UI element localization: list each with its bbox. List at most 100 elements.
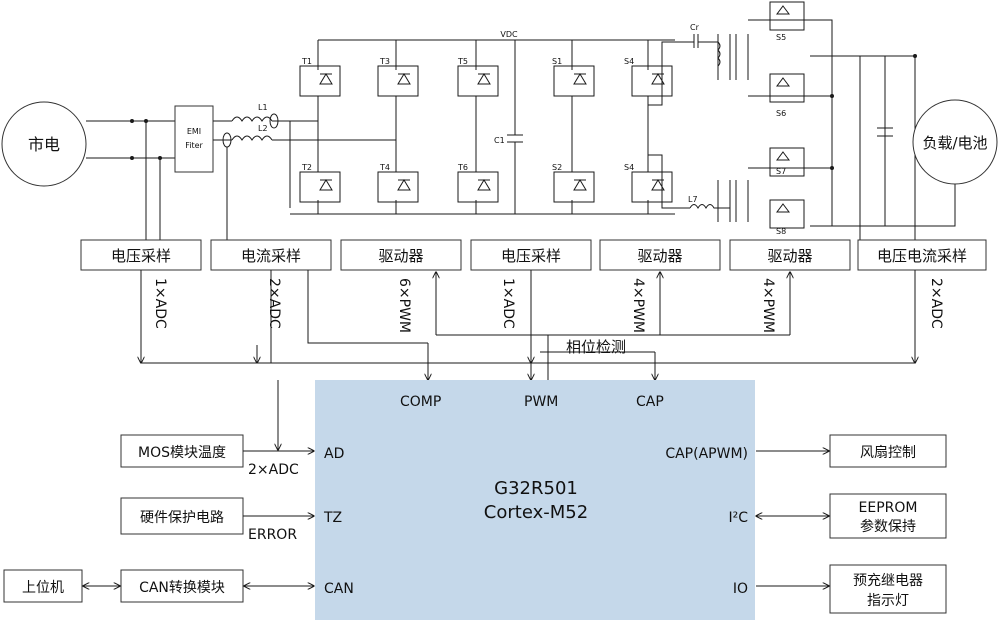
l7-label: L7 xyxy=(688,195,698,204)
relay-label-1: 预充继电器 xyxy=(853,573,923,589)
eeprom-label-1: EEPROM xyxy=(859,500,918,516)
load-battery-label: 负载/电池 xyxy=(922,134,987,152)
svg-text:T5: T5 xyxy=(457,57,468,66)
bus-label-7: 2×ADC xyxy=(928,278,944,329)
bus-label-1: 1×ADC xyxy=(152,278,168,329)
svg-text:T3: T3 xyxy=(379,57,390,66)
bus-labels: 1×ADC 2×ADC 6×PWM 1×ADC 4×PWM 4×PWM 2×AD… xyxy=(152,278,944,333)
switch-s5: S5 xyxy=(769,1,805,42)
svg-text:S1: S1 xyxy=(552,57,562,66)
pin-tz: TZ xyxy=(323,510,342,526)
svg-text:T1: T1 xyxy=(301,57,312,66)
sampling-row: 电压采样 电流采样 驱动器 电压采样 驱动器 驱动器 电压电流采样 xyxy=(80,239,987,271)
relay-label-2: 指示灯 xyxy=(867,593,909,609)
svg-text:S6: S6 xyxy=(776,109,786,118)
eeprom-label-2: 参数保持 xyxy=(860,518,916,535)
vdc-label: VDC xyxy=(500,30,518,39)
switch-s7: S7 xyxy=(769,147,805,177)
l2-label: L2 xyxy=(258,124,268,133)
switch-s1: S1 xyxy=(552,57,595,97)
bus-label-6: 4×PWM xyxy=(760,278,776,333)
svg-text:S2: S2 xyxy=(552,163,562,172)
host-box xyxy=(3,569,83,603)
fan-control-label: 风扇控制 xyxy=(860,445,916,461)
switch-t5: T5 xyxy=(457,57,499,97)
current-sample xyxy=(210,239,332,271)
svg-text:S8: S8 xyxy=(776,227,786,236)
mcu-block: COMP PWM CAP AD TZ CAN CAP(APWM) I²C IO … xyxy=(315,380,755,620)
switch-t4: T4 xyxy=(377,163,419,203)
pin-comp: COMP xyxy=(400,394,441,410)
bus-label-3: 6×PWM xyxy=(396,278,412,333)
svg-text:S7: S7 xyxy=(776,167,786,176)
switch-s6: S6 xyxy=(769,73,805,118)
voltage-sample-1-label: 电压采样 xyxy=(111,247,171,265)
switch-t1: T1 xyxy=(299,57,341,97)
eeprom-box xyxy=(829,493,947,539)
inductor-l7 xyxy=(689,204,730,210)
load-battery-circle xyxy=(912,99,998,185)
pin-ad: AD xyxy=(324,446,344,462)
can-module-box xyxy=(120,569,244,603)
fan-control-box xyxy=(829,434,947,468)
driver-2-label: 驱动器 xyxy=(637,247,682,265)
mos-temp-box xyxy=(120,434,244,468)
inductor-l2 xyxy=(231,135,273,141)
pin-pwm: PWM xyxy=(524,394,558,410)
driver-1 xyxy=(340,239,462,271)
voltage-sample-1 xyxy=(80,239,202,271)
driver-2 xyxy=(599,239,721,271)
right-peripherals: 风扇控制 EEPROM 参数保持 预充继电器 指示灯 xyxy=(756,434,947,614)
transformer-top xyxy=(717,34,749,80)
switch-t6: T6 xyxy=(457,163,499,203)
voltage-sample-2-label: 电压采样 xyxy=(501,247,561,265)
power-stage: 市电 EMI Fiter L1 L2 VDC C1 T1 xyxy=(1,1,998,240)
vi-sample xyxy=(857,239,987,271)
bus-label-5: 4×PWM xyxy=(630,278,646,333)
svg-text:S5: S5 xyxy=(776,33,786,42)
emi-filter xyxy=(174,105,214,173)
voltage-sample-2 xyxy=(470,239,592,271)
mcu-core: Cortex-M52 xyxy=(484,502,588,523)
svg-text:S4: S4 xyxy=(624,57,634,66)
relay-box xyxy=(829,564,947,614)
transformer-bottom xyxy=(717,180,749,222)
pin-cap: CAP xyxy=(636,394,664,410)
error-label: ERROR xyxy=(248,527,297,543)
pin-cap-apwm: CAP(APWM) xyxy=(665,446,748,462)
svg-text:T6: T6 xyxy=(457,163,468,172)
can-module-label: CAN转换模块 xyxy=(139,579,225,596)
mos-temp-label: MOS模块温度 xyxy=(138,445,226,461)
pin-i2c: I²C xyxy=(728,510,748,526)
driver-1-label: 驱动器 xyxy=(378,247,423,265)
switch-t3: T3 xyxy=(377,57,419,97)
phase-detect-label: 相位检测 xyxy=(566,338,626,356)
grid-source-label: 市电 xyxy=(28,135,60,154)
mcu-body xyxy=(315,380,755,620)
pin-can: CAN xyxy=(324,581,354,597)
driver-3 xyxy=(729,239,851,271)
mcu-name: G32R501 xyxy=(494,478,578,499)
hw-protect-box xyxy=(120,497,244,535)
adc-label: 2×ADC xyxy=(248,462,299,478)
emi-label-2: Fiter xyxy=(185,141,203,150)
l1-label: L1 xyxy=(258,103,268,112)
hw-protect-label: 硬件保护电路 xyxy=(140,510,224,526)
grid-source-circle xyxy=(1,101,87,187)
bus-label-4: 1×ADC xyxy=(500,278,516,329)
svg-text:T4: T4 xyxy=(379,163,390,172)
switch-t2: T2 xyxy=(299,163,341,203)
svg-text:T2: T2 xyxy=(301,163,312,172)
c1-label: C1 xyxy=(494,136,505,145)
left-peripherals: MOS模块温度 2×ADC 硬件保护电路 ERROR 上位机 CAN转换模块 xyxy=(3,434,314,603)
emi-label-1: EMI xyxy=(187,127,201,136)
signal-routing: 相位检测 xyxy=(141,270,915,450)
switch-s2: S2 xyxy=(552,163,595,203)
driver-3-label: 驱动器 xyxy=(767,247,812,265)
current-sample-label: 电流采样 xyxy=(241,247,301,265)
svg-text:S4: S4 xyxy=(624,163,634,172)
host-label: 上位机 xyxy=(22,580,64,596)
switch-s8: S8 xyxy=(769,199,805,236)
pin-io: IO xyxy=(733,581,748,597)
